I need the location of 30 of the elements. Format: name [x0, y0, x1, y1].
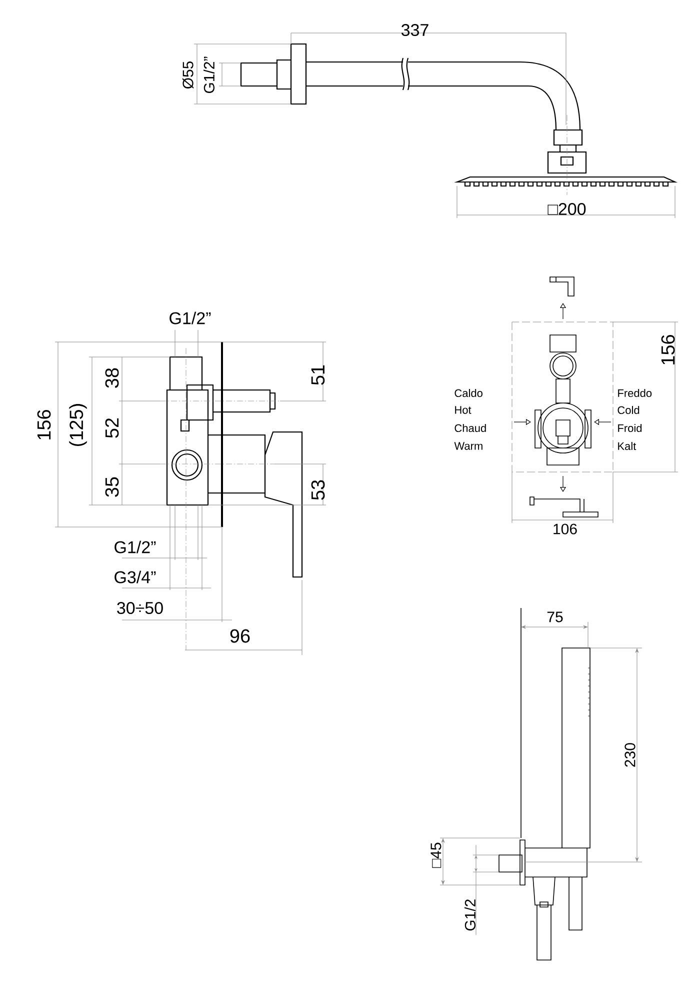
inlet-label: Caldo: [454, 388, 482, 398]
inlet-label: Hot: [455, 406, 472, 414]
dimension-label: □200: [548, 202, 586, 216]
dimension-label: (125): [69, 404, 87, 446]
dimension-label: 106: [554, 524, 577, 534]
dimension-label: Ø55: [182, 61, 194, 89]
dimension-label: 38: [105, 368, 119, 388]
dimension-label: □45: [430, 842, 442, 868]
inlet-label: Freddo: [618, 388, 652, 398]
dimension-label: 156: [37, 410, 51, 440]
dimension-label: 35: [105, 477, 119, 497]
dimension-label: 337: [401, 24, 428, 36]
dimension-label: 75: [547, 612, 563, 622]
dimension-label: 30÷50: [117, 602, 163, 614]
dimension-label: 230: [624, 743, 636, 767]
inlet-label: Cold: [618, 406, 640, 414]
dimension-label: G1/2: [464, 900, 476, 931]
dimension-label: 96: [230, 629, 250, 643]
dimension-label: 51: [311, 365, 325, 385]
inlet-label: Warm: [454, 442, 482, 450]
dimension-label: G3/4”: [114, 570, 156, 584]
inlet-label: Chaud: [454, 424, 486, 432]
dimension-label: 53: [311, 480, 325, 500]
dimension-label: 52: [105, 418, 119, 438]
inlet-label: Kalt: [618, 442, 636, 450]
dimension-label: G1/2”: [114, 540, 156, 554]
dimension-label: G1/2”: [170, 312, 211, 324]
dimension-label: 156: [661, 335, 675, 364]
inlet-label: Froid: [618, 424, 642, 432]
dimension-label: G1/2”: [204, 56, 214, 93]
